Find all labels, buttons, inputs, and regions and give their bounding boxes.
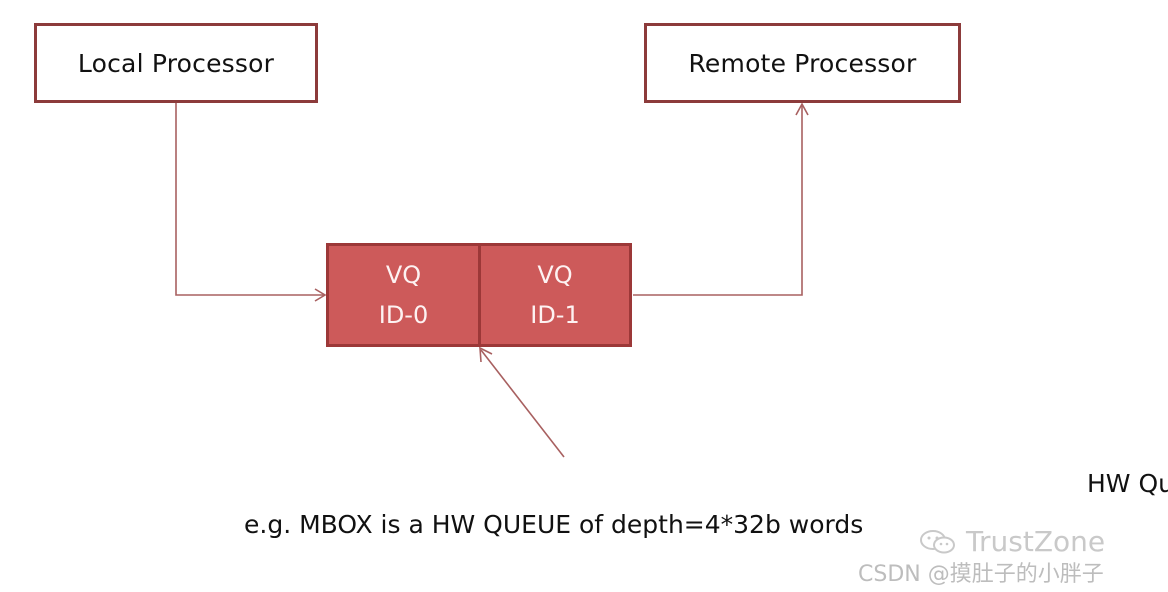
hw-queue-caption-title: HW Queue [1087, 469, 1168, 498]
wechat-icon [920, 529, 955, 553]
queue-cell-id-1-line2: ID-1 [530, 301, 580, 329]
remote-processor-label: Remote Processor [688, 48, 917, 78]
queue-cell-id-0-line2: ID-0 [378, 301, 429, 329]
local-processor-box: Local Processor [34, 23, 318, 103]
queue-to-remote-arrowhead [795, 102, 809, 116]
queue-cell-id-1-line1: VQ [537, 261, 573, 289]
hw-queue-caption-description: e.g. MBOX is a HW QUEUE of depth=4*32b w… [244, 510, 864, 539]
local-processor-label: Local Processor [77, 48, 275, 78]
local-to-queue-connector [175, 103, 324, 296]
queue-cell-id-0: VQ ID-0 [326, 243, 481, 347]
hw-queue-pointer-line [480, 349, 565, 458]
watermark-brand: TrustZone [918, 525, 1105, 558]
queue-cell-id-0-line1: VQ [385, 261, 422, 289]
hw-queue-pointer-arrowhead [479, 346, 493, 363]
watermark-brand-text: TrustZone [966, 525, 1106, 558]
local-to-queue-arrowhead [314, 288, 327, 302]
watermark-site: CSDN @摸肚子的小胖子 [858, 562, 1104, 587]
queue-cell-id-1: VQ ID-1 [478, 243, 632, 347]
queue-to-remote-connector [633, 105, 803, 296]
remote-processor-box: Remote Processor [644, 23, 961, 103]
